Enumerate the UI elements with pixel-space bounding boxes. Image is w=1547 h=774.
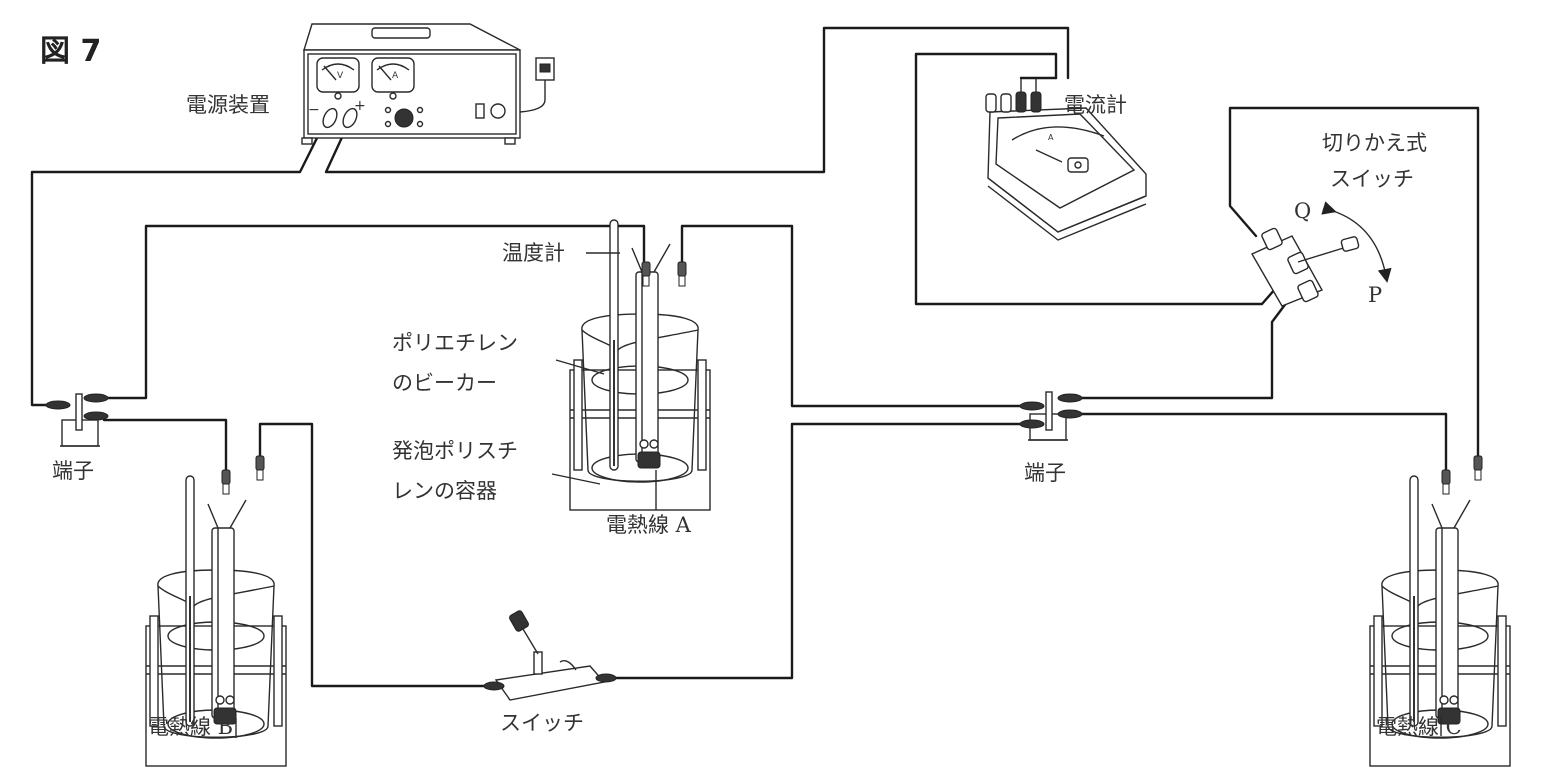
label-power-supply: 電源装置: [186, 93, 270, 117]
wire-psu-plus: [324, 26, 1070, 174]
figure-title: 図 7: [40, 34, 102, 69]
label-terminal-right: 端子: [1024, 461, 1066, 485]
wire-ammeter-selector: [914, 52, 1292, 306]
wire-terminal-selector-p: [1072, 288, 1298, 400]
label-selector-switch-line2: スイッチ: [1330, 167, 1414, 191]
wire-beaker-a-terminal: [680, 224, 1036, 408]
power-lamp: [490, 103, 506, 119]
label-polyethylene-beaker-line2: のビーカー: [392, 371, 497, 395]
label-styrofoam-container-line2: レンの容器: [392, 479, 497, 503]
label-thermometer: 温度計: [502, 241, 565, 265]
knife-switch[interactable]: [483, 610, 617, 701]
power-switch: [475, 103, 485, 119]
label-styrofoam-container-line1: 発泡ポリスチ: [392, 439, 518, 463]
wires: [30, 26, 1480, 688]
terminal-right[interactable]: [1019, 391, 1083, 441]
selector-switch[interactable]: [1251, 201, 1392, 307]
power-supply[interactable]: − + V A: [301, 23, 555, 145]
wire-terminal-beaker-a: [94, 224, 646, 400]
label-polyethylene-beaker-line1: ポリエチレン: [392, 331, 518, 355]
ammeter-terminal-2: [1000, 93, 1012, 113]
ammeter-unit-glyph: A: [1048, 133, 1054, 142]
wire-terminal-beaker-b: [102, 418, 228, 480]
label-heating-wire-a: 電熱線 A: [606, 513, 691, 537]
voltmeter-glyph: V: [337, 71, 344, 81]
switch-direction-arrow: [1321, 201, 1392, 283]
label-ammeter: 電流計: [1064, 93, 1127, 117]
wire-terminal-beaker-c: [1074, 412, 1448, 482]
label-switch: スイッチ: [500, 711, 584, 735]
minus-terminal: [322, 107, 338, 129]
leader-lines: [235, 252, 1442, 738]
wire-switch-terminal: [604, 422, 1034, 680]
wire-beaker-c-selector-q: [1228, 106, 1480, 468]
switch-lever-handle: [509, 610, 529, 632]
wire-psu-minus: [30, 118, 328, 407]
terminal-left[interactable]: [45, 393, 109, 447]
ammeter-terminal-1: [985, 93, 997, 113]
selector-lever-handle: [1340, 236, 1360, 252]
wire-beaker-b-switch: [258, 422, 496, 688]
plus-sign: +: [354, 98, 366, 114]
label-selector-switch-line1: 切りかえ式: [1322, 131, 1427, 155]
label-position-p: P: [1368, 283, 1383, 307]
voltage-knob: [394, 108, 414, 128]
minus-sign: −: [308, 102, 320, 118]
ammeter-terminal-3: [1015, 91, 1027, 113]
label-terminal-left: 端子: [52, 459, 94, 483]
label-position-q: Q: [1294, 199, 1312, 223]
beaker-a: [569, 219, 711, 511]
plus-terminal: [342, 107, 358, 129]
ammeter-terminal-4: [1030, 91, 1042, 113]
label-heating-wire-b: 電熱線 B: [148, 715, 234, 739]
ammeter-glyph: A: [392, 71, 399, 81]
label-heating-wire-c: 電熱線 C: [1376, 715, 1462, 739]
ammeter[interactable]: A: [985, 78, 1147, 241]
